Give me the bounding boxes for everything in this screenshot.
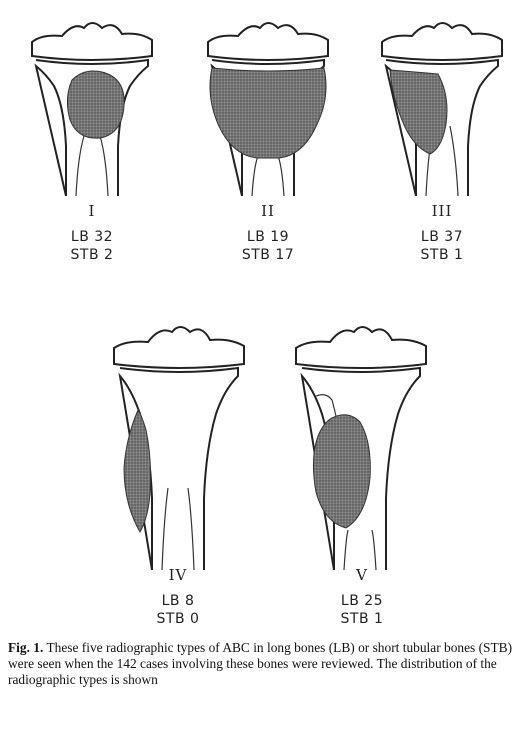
- type-1-label: I LB 32 STB 2: [32, 202, 152, 264]
- type-5-stb-count: STB 1: [302, 610, 422, 628]
- type-2-numeral: II: [208, 202, 328, 220]
- type-2-label: II LB 19 STB 17: [208, 202, 328, 264]
- type-3-lb-count: LB 37: [382, 228, 502, 246]
- type-3-stb-count: STB 1: [382, 246, 502, 264]
- type-2-lb-count: LB 19: [208, 228, 328, 246]
- type-4-numeral: IV: [118, 566, 238, 584]
- type-2-stb-count: STB 17: [208, 246, 328, 264]
- bone-diagram-type-1: [22, 16, 162, 196]
- bone-diagram-type-5: [286, 318, 436, 570]
- type-1-lb-count: LB 32: [32, 228, 152, 246]
- bone-diagram-type-2: [198, 16, 338, 196]
- type-5-lb-count: LB 25: [302, 592, 422, 610]
- type-1-numeral: I: [32, 202, 152, 220]
- type-4-lb-count: LB 8: [118, 592, 238, 610]
- bone-diagram-type-4: [104, 318, 254, 570]
- type-5-label: V LB 25 STB 1: [302, 566, 422, 628]
- figure-caption-text: These five radiographic types of ABC in …: [8, 640, 512, 687]
- type-4-label: IV LB 8 STB 0: [118, 566, 238, 628]
- bone-diagram-type-3: [372, 16, 512, 196]
- type-5-numeral: V: [302, 566, 422, 584]
- type-1-stb-count: STB 2: [32, 246, 152, 264]
- figure-caption: Fig. 1. These five radiographic types of…: [8, 640, 520, 688]
- type-3-numeral: III: [382, 202, 502, 220]
- type-3-label: III LB 37 STB 1: [382, 202, 502, 264]
- figure-caption-label: Fig. 1.: [8, 640, 43, 655]
- type-4-stb-count: STB 0: [118, 610, 238, 628]
